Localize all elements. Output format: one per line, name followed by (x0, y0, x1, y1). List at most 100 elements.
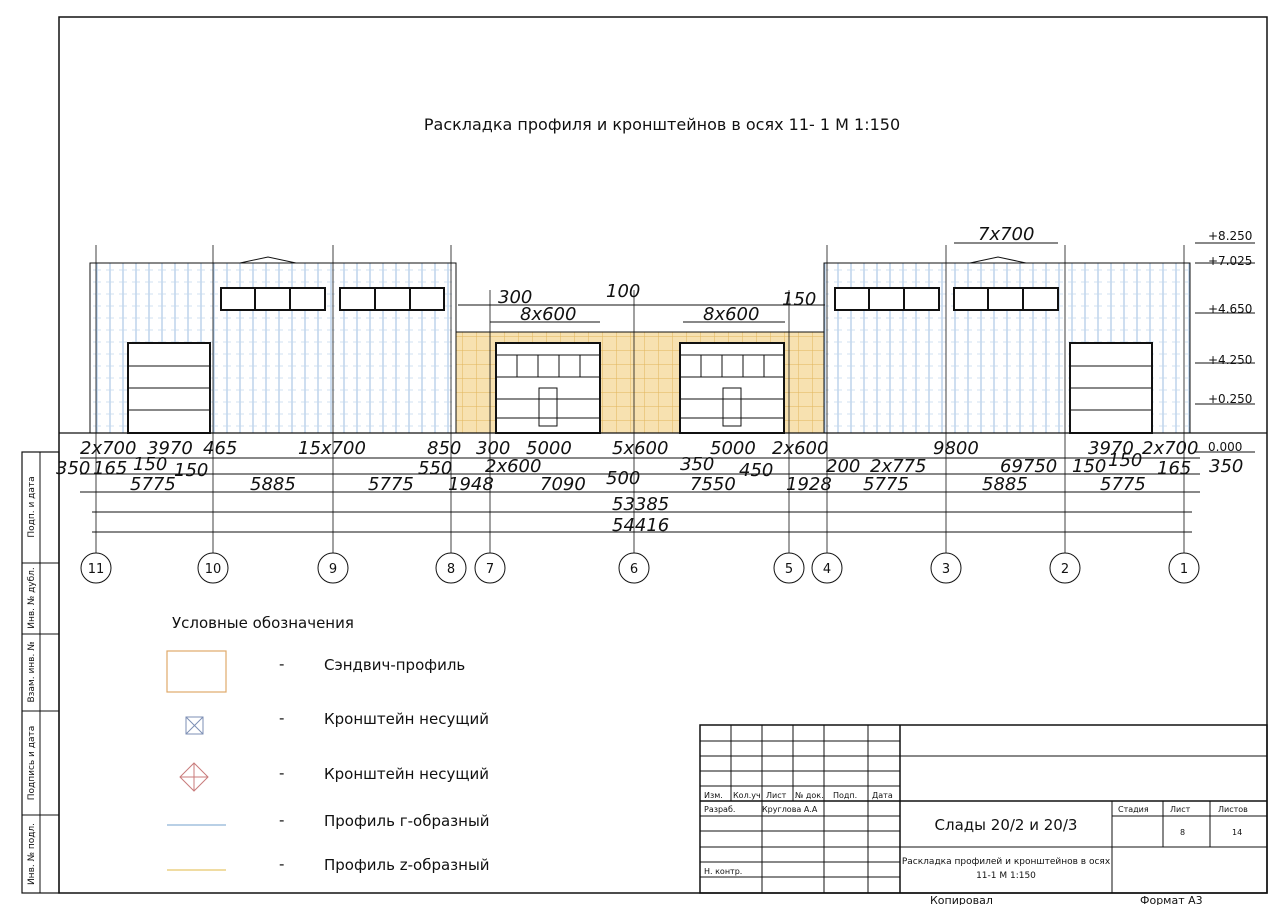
dimension-label: 1948 (448, 474, 494, 495)
legend-label: Кронштейн несущий (324, 710, 489, 728)
title-block-header: Дата (872, 791, 893, 800)
dimension-label: 9800 (933, 438, 979, 459)
title-block-header: Кол.уч. (733, 791, 763, 800)
total-dimension: 54416 (612, 515, 669, 536)
axis-label: 9 (329, 562, 337, 577)
dimension-label: 350 (1209, 456, 1243, 477)
axis-label: 11 (88, 562, 105, 577)
title-block-header: Подп. (833, 791, 857, 800)
dimension-label: 150 (133, 454, 167, 475)
sheets-label: Листов (1218, 805, 1248, 814)
legend-label: Профиль г-образный (324, 812, 490, 830)
title-block (699, 724, 1268, 894)
elevation-label: +4.250 (1208, 353, 1252, 367)
dimension-label: 7550 (690, 474, 736, 495)
dimension-label: 69750 (1000, 456, 1057, 477)
dimension-label: 5885 (982, 474, 1028, 495)
axis-label: 7 (486, 562, 494, 577)
elevation-label: +4.650 (1208, 302, 1252, 316)
left-building (89, 256, 457, 434)
dimension-label: 2х700 (1142, 438, 1198, 459)
copied-label: Копировал (930, 894, 993, 905)
axis-label: 4 (823, 562, 831, 577)
dimension-label: 150 (1072, 456, 1106, 477)
elevation-label: +8.250 (1208, 229, 1252, 243)
dimension-label: 2х600 (772, 438, 828, 459)
legend-dash: - (279, 811, 284, 829)
bracket-box-icon (185, 716, 204, 735)
side-stamp-label: Подпись и дата (27, 726, 37, 801)
sandwich-swatch (166, 650, 227, 693)
axis-label: 8 (447, 562, 455, 577)
dimension-label: 5775 (863, 474, 909, 495)
dimension-label: 5885 (250, 474, 296, 495)
dimension-label: 8х600 (520, 304, 576, 325)
dimension-label: 5775 (1100, 474, 1146, 495)
elevation-label: 0.000 (1208, 440, 1242, 454)
right-building (823, 256, 1191, 434)
elevation-label: +0.250 (1208, 392, 1252, 406)
title-block-header: № док. (795, 791, 824, 800)
norm-control-label: Н. контр. (704, 867, 742, 876)
dimension-label: 5000 (526, 438, 572, 459)
side-stamp-label: Подп. и дата (27, 476, 37, 537)
stage-label: Стадия (1118, 805, 1149, 814)
developed-label: Разраб. (704, 805, 735, 814)
legend-label: Сэндвич-профиль (324, 656, 465, 674)
axis-label: 5 (785, 562, 793, 577)
dimension-label: 350 (56, 458, 90, 479)
legend-dash: - (279, 855, 284, 873)
dimension-label: 465 (203, 438, 237, 459)
dimension-label: 5000 (710, 438, 756, 459)
dimension-label: 2х600 (485, 456, 541, 477)
dimension-label: 2х700 (80, 438, 136, 459)
dimension-label: 300 (476, 438, 510, 459)
legend-dash: - (279, 709, 284, 727)
dimension-label: 5х600 (612, 438, 668, 459)
title-block-header: Изм. (704, 791, 723, 800)
dimension-label: 450 (739, 460, 773, 481)
drawing-title: Раскладка профиля и кронштейнов в осях 1… (424, 115, 900, 134)
bracket-diamond-icon (179, 762, 209, 792)
dimension-label: 7х700 (978, 224, 1034, 245)
sheet-value: 8 (1180, 828, 1185, 837)
legend-dash: - (279, 655, 284, 673)
side-stamp-label: Инв. № дубл. (27, 567, 37, 629)
dimension-label: 1928 (786, 474, 832, 495)
dimension-label: 2х775 (870, 456, 926, 477)
dimension-label: 150 (782, 289, 816, 310)
legend-dash: - (279, 764, 284, 782)
sheet-title-line1: Раскладка профилей и кронштейнов в осях (902, 857, 1111, 867)
legend-label: Профиль z-образный (324, 856, 490, 874)
dimension-label: 200 (826, 456, 860, 477)
format-label: Формат А3 (1140, 894, 1203, 905)
dimension-label: 500 (606, 468, 640, 489)
title-block-header: Лист (766, 791, 787, 800)
dimension-label: 5775 (130, 474, 176, 495)
dimension-label: 150 (1108, 450, 1142, 471)
axis-markers (80, 552, 1200, 584)
dimension-label: 5775 (368, 474, 414, 495)
dimension-label: 3970 (147, 438, 193, 459)
dimension-label: 7090 (540, 474, 586, 495)
developer-name: Круглова А.А (762, 805, 818, 814)
side-stamp-label: Инв. № подл. (27, 823, 37, 885)
dimension-label: 850 (427, 438, 461, 459)
dimension-label: 8х600 (703, 304, 759, 325)
axis-label: 1 (1180, 562, 1188, 577)
axis-label: 2 (1061, 562, 1069, 577)
dimension-label: 15х700 (298, 438, 366, 459)
axis-label: 10 (205, 562, 222, 577)
project-title: Слады 20/2 и 20/3 (935, 816, 1078, 834)
dimension-label: 550 (418, 458, 452, 479)
side-stamp-label: Взам. инв. № (27, 641, 37, 702)
elevation-label: +7.025 (1208, 254, 1252, 268)
dimension-label: 150 (174, 460, 208, 481)
dimension-label: 100 (606, 281, 640, 302)
dimension-label: 3970 (1088, 438, 1134, 459)
legend-title: Условные обозначения (172, 614, 354, 632)
dimension-label: 165 (93, 458, 127, 479)
dimension-label: 300 (498, 287, 532, 308)
legend-label: Кронштейн несущий (324, 765, 489, 783)
